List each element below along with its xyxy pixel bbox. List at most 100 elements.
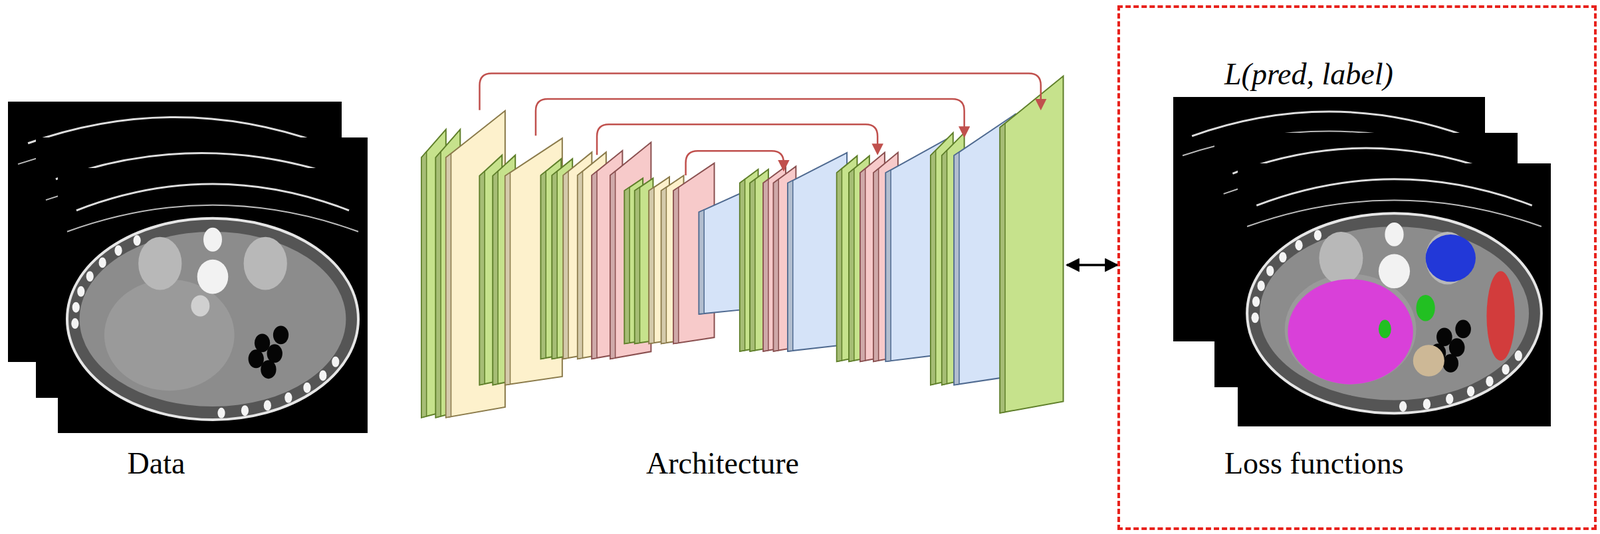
layer-block-edge [885, 170, 891, 362]
rib [1294, 239, 1303, 251]
layer-block-edge [953, 152, 960, 386]
ct-slice [1237, 163, 1551, 427]
layer-block-edge [999, 123, 1006, 414]
layer-block [648, 176, 670, 344]
layer-block-edge [435, 151, 441, 418]
layer-block-edge [749, 179, 756, 352]
rib [1514, 350, 1523, 362]
layer-block-edge [624, 187, 630, 344]
spinous-process [203, 228, 223, 252]
layer-block [999, 76, 1063, 414]
layer-block-edge [421, 151, 427, 418]
layer-block [773, 166, 797, 351]
bowel-gas [260, 360, 276, 379]
bowel-gas [248, 349, 264, 369]
rib [86, 271, 94, 282]
bowel-gas [273, 325, 289, 345]
layer-block-edge [773, 179, 780, 352]
layer-block-edge [634, 187, 641, 344]
rib [1445, 394, 1454, 405]
liver [1284, 273, 1417, 385]
bowel-gas [1449, 338, 1466, 357]
layer-block-edge [446, 153, 452, 419]
abdomen [79, 231, 347, 407]
skip-connection [685, 150, 784, 176]
layer-block-edge [591, 171, 597, 360]
rib [1266, 265, 1274, 277]
vertebra [1378, 254, 1410, 289]
layer-block-edge [873, 168, 879, 362]
rib [1501, 364, 1509, 375]
rib [1278, 251, 1287, 263]
layer-block-edge [739, 179, 746, 352]
ct-image-stack [7, 101, 368, 434]
rib [1251, 312, 1259, 324]
bowel-gas [254, 333, 270, 353]
rib [133, 235, 141, 246]
data-panel: Data [7, 93, 371, 492]
abdomen [1259, 226, 1529, 401]
rib [1467, 386, 1475, 397]
ct-slice [57, 168, 368, 434]
layer-block-edge [941, 150, 948, 385]
layer-block-edge [563, 171, 569, 360]
layer-block-edge [648, 187, 655, 344]
layer-block-edge [492, 171, 498, 386]
kidney [243, 237, 288, 291]
rib [71, 318, 79, 330]
layer-block-edge [860, 168, 866, 362]
rib [1257, 280, 1265, 292]
layer-block-edge [836, 168, 843, 362]
rib [263, 400, 272, 411]
skip-connection [479, 73, 1041, 111]
rib [114, 245, 122, 256]
rib [1399, 401, 1407, 413]
layer-block-edge [577, 171, 583, 360]
layer-block-edge [661, 187, 667, 344]
body [1247, 213, 1542, 414]
loss-box: L(pred, label) Loss functions [1117, 5, 1597, 531]
layer-block [749, 169, 769, 352]
kidney [1318, 231, 1363, 285]
layer-block-edge [610, 171, 616, 360]
layer-block-edge [541, 171, 547, 360]
rib [284, 392, 292, 404]
layer-block-edge [479, 171, 485, 386]
rib [331, 356, 340, 368]
rib [72, 302, 80, 314]
loss-formula: L(pred, label) [1224, 57, 1394, 93]
layer-block [699, 194, 740, 315]
body-outline-arc [76, 184, 349, 211]
panel-caption: Loss functions [1224, 446, 1404, 482]
layer-block [624, 178, 643, 344]
layer-block [739, 169, 759, 352]
body [67, 218, 359, 421]
bidirectional-arrow [1066, 263, 1118, 267]
body-outline-arc [1191, 111, 1467, 137]
layer-block-edge [673, 187, 679, 344]
layer-block-edge [551, 171, 558, 360]
panel-caption: Data [127, 446, 186, 482]
rib [1314, 229, 1322, 241]
rib [1252, 296, 1260, 308]
rib [241, 405, 249, 417]
layer-block-edge [505, 172, 511, 386]
bowel-gas [267, 344, 283, 363]
layer-block-edge [787, 180, 794, 352]
layer-block-edge [699, 210, 705, 315]
layer-block [446, 111, 506, 419]
rib [77, 286, 85, 298]
label-image-stack [1173, 97, 1551, 427]
duodenum-label [1413, 344, 1445, 377]
stomach-label [1425, 234, 1476, 282]
liver [104, 279, 235, 392]
bowel-gas [1455, 320, 1472, 340]
layer-block-edge [848, 168, 855, 362]
architecture-panel: Architecture [418, 66, 1067, 492]
body-outline-arc [1256, 179, 1532, 207]
layer-block-edge [763, 179, 769, 352]
liver-label [1287, 279, 1413, 385]
network-blocks [421, 73, 1064, 419]
vertebra [197, 259, 229, 295]
rib [217, 408, 225, 419]
